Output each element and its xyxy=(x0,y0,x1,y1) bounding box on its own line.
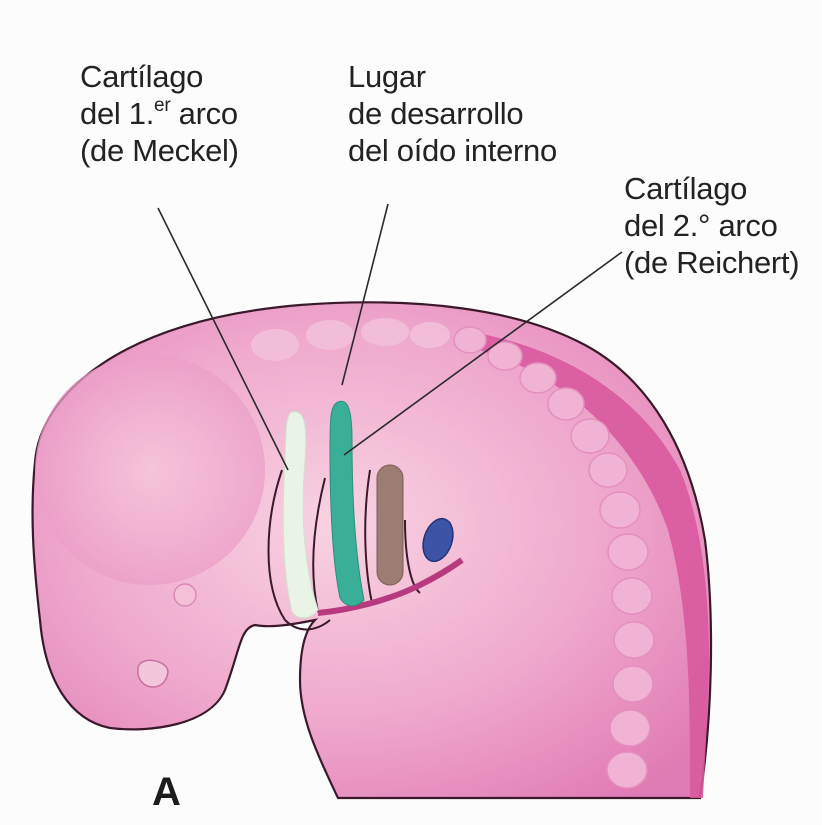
label-inner-ear-line1: Lugar xyxy=(348,58,557,95)
label-meckel-line2-suffix: arco xyxy=(170,96,237,131)
label-reichert-cartilage: Cartílago del 2.° arco (de Reichert) xyxy=(624,170,799,281)
panel-letter: A xyxy=(152,770,181,815)
label-meckel-line2: del 1.er arco xyxy=(80,95,239,132)
label-reichert-line2: del 2.° arco xyxy=(624,207,799,244)
label-inner-ear-line2: de desarrollo xyxy=(348,95,557,132)
forebrain xyxy=(35,355,265,585)
lens-placode xyxy=(174,584,196,606)
label-reichert-line1: Cartílago xyxy=(624,170,799,207)
label-meckel-line3: (de Meckel) xyxy=(80,132,239,169)
label-inner-ear-line3: del oído interno xyxy=(348,132,557,169)
label-meckel-line2-prefix: del 1. xyxy=(80,96,154,131)
label-inner-ear: Lugar de desarrollo del oído interno xyxy=(348,58,557,169)
label-meckel-line2-sup: er xyxy=(154,95,170,116)
third-arch-cartilage xyxy=(377,465,403,585)
nasal-pit xyxy=(138,660,168,687)
label-meckel-line1: Cartílago xyxy=(80,58,239,95)
label-meckel-cartilage: Cartílago del 1.er arco (de Meckel) xyxy=(80,58,239,169)
label-reichert-line3: (de Reichert) xyxy=(624,244,799,281)
